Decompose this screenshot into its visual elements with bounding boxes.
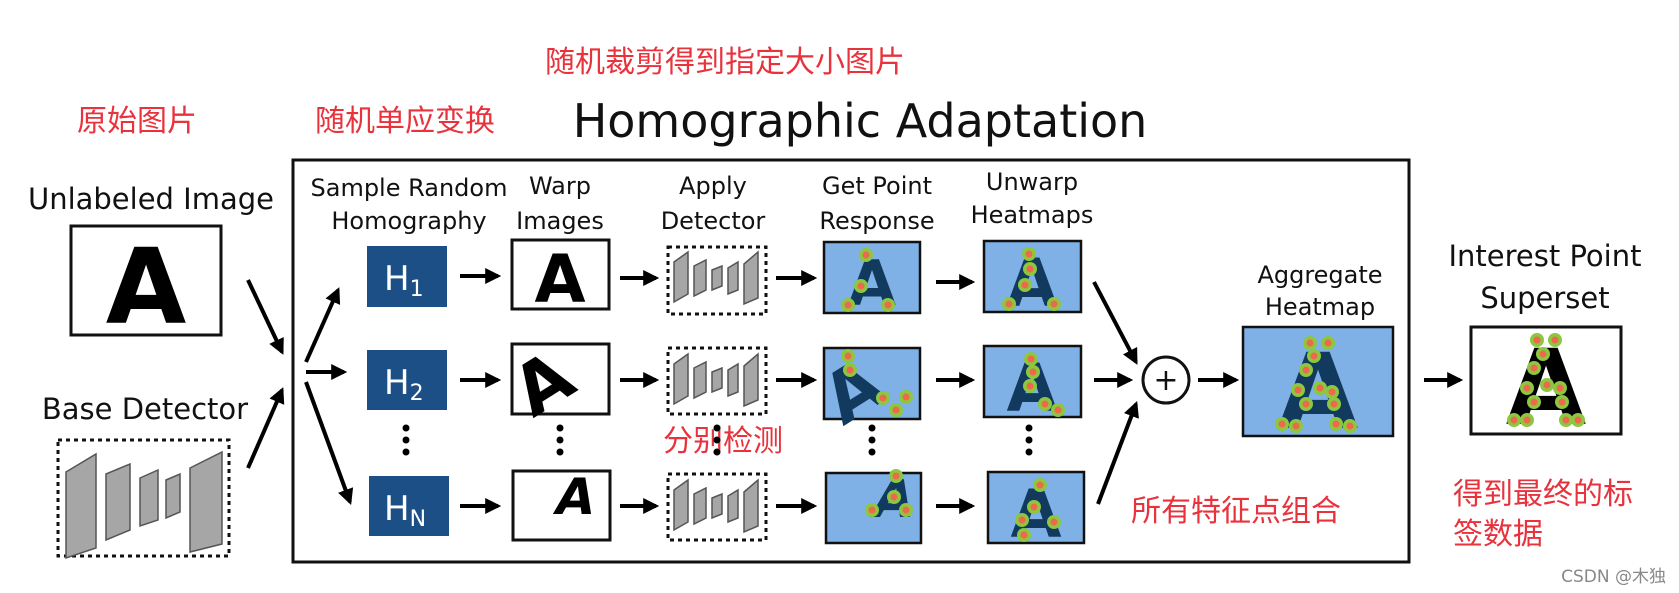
- svg-text:HN: HN: [384, 489, 426, 532]
- annotation-final-labels-line1: 得到最终的标: [1453, 477, 1633, 512]
- arrow-unwarp1-to-sum: [1092, 281, 1138, 365]
- base-detector-label: Base Detector: [42, 392, 248, 426]
- annotation-combine-all-points: 所有特征点组合: [1131, 494, 1341, 529]
- unlabeled-image-letter: A: [106, 226, 187, 348]
- annotation-random-homography: 随机单应变换: [315, 104, 495, 139]
- point-response-label-1: Get Point: [822, 172, 932, 200]
- unwarped-heatmap-n: A: [986, 470, 1086, 553]
- annotation-original-image: 原始图片: [77, 104, 197, 139]
- applied-detector-n: [666, 472, 768, 542]
- interest-point-label-2: Superset: [1480, 281, 1609, 315]
- aggregate-heatmap-label-1: Aggregate: [1257, 261, 1382, 289]
- unwarped-heatmap-1: A: [982, 239, 1083, 322]
- warp-images-label-2: Images: [516, 207, 604, 235]
- base-detector-icon: [65, 450, 223, 560]
- ellipsis-dots: [402, 424, 1033, 456]
- base-detector-box: [56, 438, 231, 558]
- arrow-branch-bottom: [304, 381, 354, 506]
- arrow-detector-to-homography: [246, 387, 285, 469]
- applied-detector-2: [666, 346, 768, 416]
- homography-hn: HN: [369, 476, 449, 536]
- pipeline-frame: [291, 158, 1411, 564]
- aggregate-heatmap: A: [1241, 325, 1395, 453]
- homography-h2: H2: [367, 350, 447, 410]
- sum-node: +: [1141, 355, 1191, 405]
- svg-text:+: +: [1153, 363, 1178, 398]
- warped-image-1: A: [510, 238, 611, 318]
- arrow-branch-top: [304, 287, 341, 363]
- svg-text:H2: H2: [384, 363, 424, 406]
- interest-point-superset: A: [1469, 325, 1623, 449]
- unlabeled-image-label: Unlabeled Image: [28, 182, 274, 216]
- homography-h1: H1: [367, 246, 447, 307]
- sample-homography-label-2: Homography: [331, 207, 486, 235]
- warped-image-2: A: [499, 335, 611, 433]
- arrow-image-to-homography: [246, 279, 284, 355]
- warped-image-n: A: [511, 468, 612, 542]
- apply-detector-label-1: Apply: [679, 172, 747, 200]
- point-response-n: A: [824, 469, 923, 545]
- unwarp-heatmaps-label-1: Unwarp: [986, 168, 1078, 196]
- apply-detector-label-2: Detector: [661, 207, 766, 235]
- sample-homography-label-1: Sample Random: [311, 174, 508, 202]
- applied-detector-1: [666, 245, 768, 316]
- unwarp-heatmaps-label-2: Heatmaps: [971, 201, 1094, 229]
- unwarped-heatmap-2: A: [982, 344, 1083, 427]
- arrow-unwarpn-to-sum: [1096, 401, 1139, 505]
- point-response-1: A: [822, 240, 922, 320]
- annotation-final-labels-line2: 签数据: [1453, 517, 1543, 552]
- interest-point-label-1: Interest Point: [1449, 239, 1642, 273]
- svg-text:H1: H1: [384, 259, 424, 302]
- annotation-detect-separately: 分别检测: [663, 424, 783, 459]
- warp-images-label-1: Warp: [529, 172, 591, 200]
- unlabeled-image-box: [69, 224, 223, 337]
- point-response-label-2: Response: [819, 207, 934, 235]
- diagram-title: Homographic Adaptation: [573, 94, 1148, 148]
- watermark: CSDN @木独: [1561, 567, 1666, 587]
- annotation-random-crop: 随机裁剪得到指定大小图片: [545, 45, 905, 80]
- svg-text:A: A: [534, 241, 585, 318]
- aggregate-heatmap-label-2: Heatmap: [1265, 293, 1375, 321]
- point-response-2: A: [809, 343, 922, 441]
